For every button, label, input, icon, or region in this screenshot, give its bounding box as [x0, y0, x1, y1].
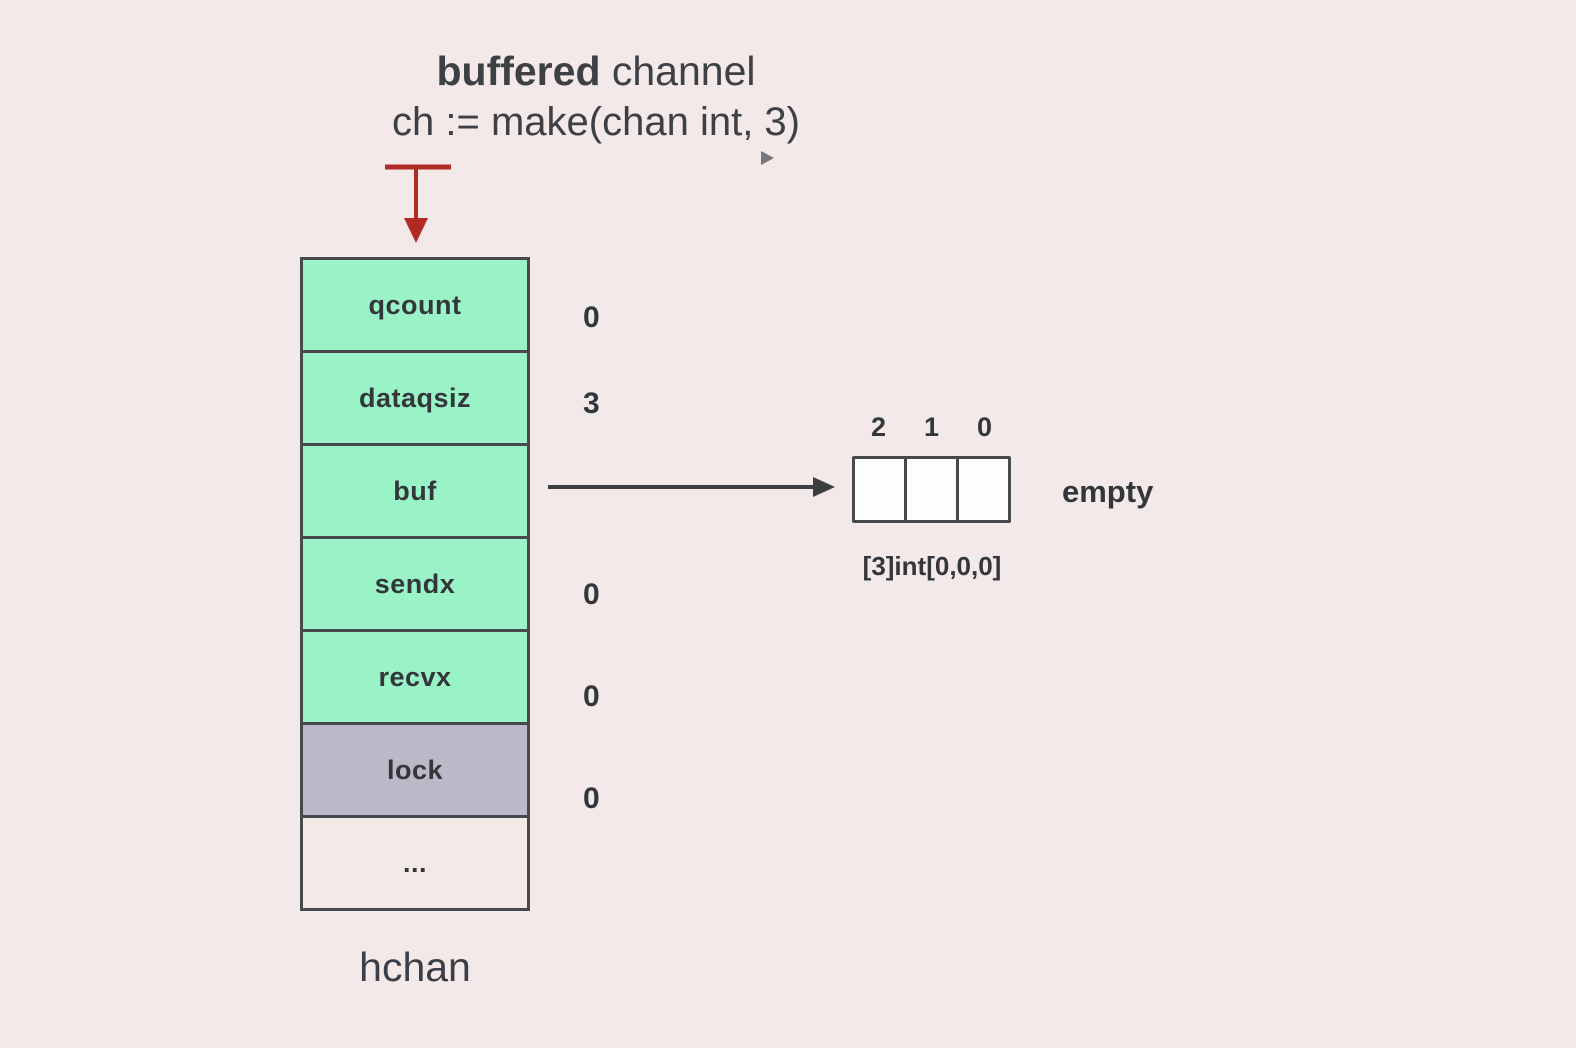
- struct-field-sendx: sendx: [300, 536, 530, 632]
- value-recvx: 0: [583, 680, 600, 713]
- field-label: qcount: [368, 289, 462, 320]
- buf-pointer-arrow-icon: [548, 477, 835, 497]
- value-sendx: 0: [583, 578, 600, 611]
- struct-field-dataqsiz: dataqsiz: [300, 350, 530, 446]
- buffer-cell: [904, 456, 959, 523]
- field-label: lock: [386, 754, 444, 785]
- struct-field-ellipsis: ...: [300, 815, 530, 911]
- struct-caption: hchan: [359, 944, 471, 990]
- buffer-index-1: 1: [923, 412, 940, 442]
- struct-field-recvx: recvx: [300, 629, 530, 725]
- diagram-title: buffered channel ch := make(chan int, 3): [196, 46, 996, 148]
- buffer-status-label: empty: [1062, 474, 1154, 509]
- struct-field-qcount: qcount: [300, 257, 530, 353]
- buffer-type-label: [3]int[0,0,0]: [862, 551, 1002, 581]
- value-lock: 0: [583, 782, 600, 815]
- buffer-index-0: 0: [976, 412, 993, 442]
- struct-field-lock: lock: [300, 722, 530, 818]
- title-code: ch := make(chan int, 3): [392, 100, 800, 144]
- struct-field-buf: buf: [300, 443, 530, 539]
- title-emphasis: buffered: [436, 48, 601, 94]
- field-label: sendx: [374, 568, 456, 599]
- title-heading: buffered channel: [196, 46, 996, 96]
- buffer-indices: 2 1 0: [852, 412, 1011, 443]
- field-label: dataqsiz: [358, 382, 472, 413]
- buffer-cell: [956, 456, 1011, 523]
- buffer-cell: [852, 456, 907, 523]
- cursor-play-icon: [761, 151, 774, 165]
- ch-pointer-arrow-icon: [385, 164, 451, 243]
- buffer-index-2: 2: [870, 412, 887, 442]
- buffer-array: [852, 456, 1011, 523]
- field-label: recvx: [378, 661, 452, 692]
- value-qcount: 0: [583, 301, 600, 334]
- title-rest: channel: [600, 48, 756, 94]
- hchan-struct: qcount dataqsiz buf sendx recvx lock ...: [300, 257, 530, 911]
- value-dataqsiz: 3: [583, 387, 600, 420]
- field-label: buf: [393, 475, 437, 506]
- field-label: ...: [402, 847, 427, 878]
